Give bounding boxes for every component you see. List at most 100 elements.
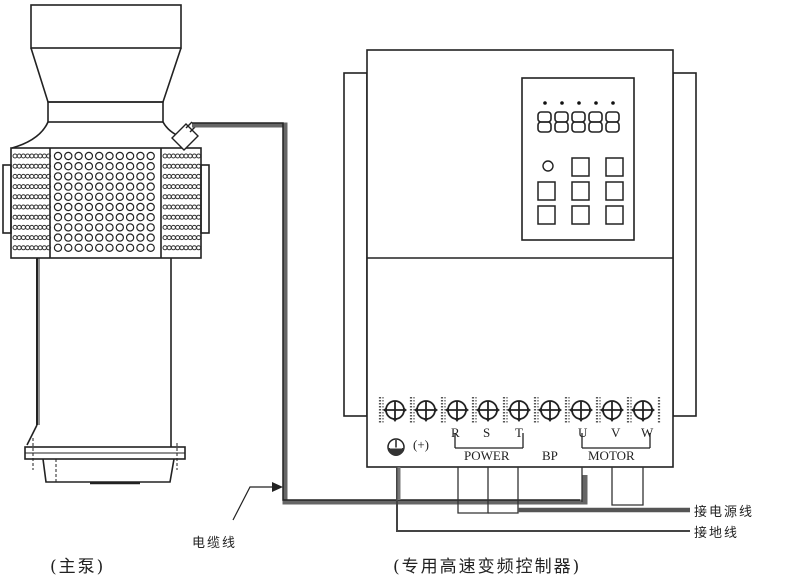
grille-slot — [196, 163, 202, 169]
display-digit: 8 — [571, 111, 586, 133]
grille-hole — [64, 243, 73, 252]
terminal-block — [378, 397, 661, 424]
grille-slot — [41, 245, 47, 251]
grille-slot — [25, 153, 31, 159]
keypad-button[interactable] — [537, 181, 556, 201]
grille-hole — [146, 172, 155, 181]
grille-slot — [16, 224, 22, 230]
grille-hole — [84, 202, 94, 212]
grille-slot — [29, 173, 35, 179]
grille-hole — [53, 182, 63, 191]
grille-slot — [29, 184, 35, 190]
svg-text:8: 8 — [545, 0, 546, 1]
grille-slot — [33, 163, 39, 169]
grille-slot — [33, 235, 39, 241]
grille-slot — [179, 194, 185, 200]
power-group-label: POWER — [464, 448, 510, 463]
grille-hole — [53, 172, 63, 181]
keypad-button[interactable] — [537, 205, 556, 225]
cable-leader — [232, 482, 283, 521]
grille-slot — [166, 214, 172, 220]
grille-slot — [37, 153, 43, 159]
grille-slot — [12, 184, 18, 190]
keypad-button[interactable] — [605, 205, 624, 225]
keypad-button[interactable] — [571, 181, 590, 201]
grille-slot — [183, 153, 189, 159]
grille-hole — [136, 223, 145, 232]
grille-slot — [37, 184, 43, 190]
grille-hole — [94, 202, 104, 212]
grille-slot — [187, 194, 193, 200]
grille-slot — [25, 214, 31, 220]
grille-slot — [183, 184, 189, 190]
grille-slot — [175, 173, 181, 179]
grille-slot — [179, 224, 185, 230]
grille-slot — [196, 184, 202, 190]
grille-slot — [170, 153, 176, 159]
grille-slot — [166, 204, 172, 210]
grille-hole — [94, 192, 104, 201]
pump-handle-right — [200, 164, 210, 234]
grille-slot — [46, 204, 52, 210]
grille-slot — [25, 235, 31, 241]
grille-hole — [136, 182, 145, 191]
grille-hole — [53, 243, 63, 252]
terminal-w-label: W — [641, 425, 654, 440]
grille-hole — [94, 172, 104, 181]
grille-slot — [166, 224, 172, 230]
grille-slot — [25, 204, 31, 210]
display-digit: 8 — [588, 0, 603, 133]
keypad-button[interactable] — [605, 157, 624, 177]
grille-slot — [46, 153, 52, 159]
grille-slot — [191, 235, 197, 241]
terminal-screw — [378, 397, 407, 424]
grille-hole — [136, 233, 145, 242]
grille-hole — [64, 192, 73, 201]
grille-slot — [170, 235, 176, 241]
keypad-button[interactable] — [571, 205, 590, 225]
grille-slot — [37, 173, 43, 179]
grille-slot — [175, 214, 181, 220]
indicator-led — [611, 101, 615, 105]
grille-slot — [46, 194, 52, 200]
grille-hole — [64, 212, 73, 222]
grille-slot — [162, 214, 168, 220]
grille-slot — [37, 224, 43, 230]
controller-caption: (专用高速变频控制器) — [393, 557, 582, 577]
grille-slot — [33, 245, 39, 251]
grille-slot — [41, 194, 47, 200]
grille-hole — [94, 243, 104, 252]
grille-slot — [187, 245, 193, 251]
grille-hole — [115, 202, 125, 212]
grille-hole — [53, 192, 63, 201]
grille-slot — [183, 204, 189, 210]
grille-slot — [46, 224, 52, 230]
vfd-controller — [343, 49, 697, 468]
pump-handle-left — [2, 164, 12, 234]
svg-text:8: 8 — [596, 0, 597, 1]
grille-slot — [170, 173, 176, 179]
grille-hole — [146, 161, 155, 171]
grille-slot — [25, 163, 31, 169]
power-source-wire-label: 接电源线 — [694, 505, 755, 520]
grille-slot — [179, 214, 185, 220]
grille-hole — [84, 223, 94, 232]
grille-slot — [33, 204, 39, 210]
grille-slot — [29, 204, 35, 210]
indicator-led — [577, 101, 581, 105]
grille-hole — [64, 151, 73, 161]
keypad-button[interactable] — [605, 181, 624, 201]
grille-slot — [46, 245, 52, 251]
grille-hole — [74, 172, 83, 181]
grille-slot — [33, 153, 39, 159]
keypad-button[interactable] — [571, 157, 590, 177]
grille-slot — [12, 224, 18, 230]
status-led-icon — [542, 160, 554, 172]
grille-slot — [37, 163, 43, 169]
grille-slot — [175, 184, 181, 190]
grille-hole — [74, 202, 83, 212]
grille-slot — [46, 235, 52, 241]
grille-slot — [162, 204, 168, 210]
grille-slot — [25, 194, 31, 200]
grille-slot — [25, 184, 31, 190]
